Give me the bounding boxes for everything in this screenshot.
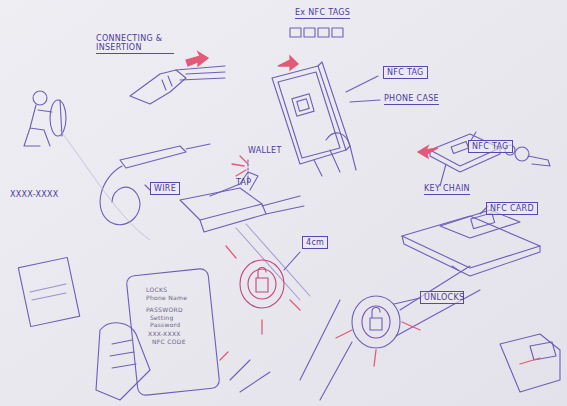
screen-text: Phone Name (146, 294, 187, 301)
sketch-label: WALLET (248, 146, 268, 155)
sketch-label: PHONE CASE (384, 94, 439, 105)
screen-text: Setting Password (150, 314, 206, 328)
callout-label: UNLOCKS (420, 291, 464, 304)
callout-label: NFC TAG (468, 140, 513, 153)
sketch-label: Ex NFC TAGS (295, 8, 350, 19)
screen-text: NFC CODE (152, 338, 186, 345)
sketch-label: KEY CHAIN (424, 184, 470, 195)
screen-text: PASSWORD (146, 306, 183, 313)
screen-text: LOCKS (146, 286, 167, 293)
callout-label: WIRE (150, 182, 180, 195)
callout-label: NFC TAG (383, 66, 428, 79)
sketch-label: TAP (236, 178, 251, 187)
sketch-label: XXXX-XXXX (10, 190, 59, 199)
screen-text: XXX-XXXX (148, 330, 181, 337)
sketch-label: CONNECTING & INSERTION (96, 34, 174, 54)
callout-label: 4cm (302, 236, 328, 249)
callout-label: NFC CARD (486, 202, 538, 215)
